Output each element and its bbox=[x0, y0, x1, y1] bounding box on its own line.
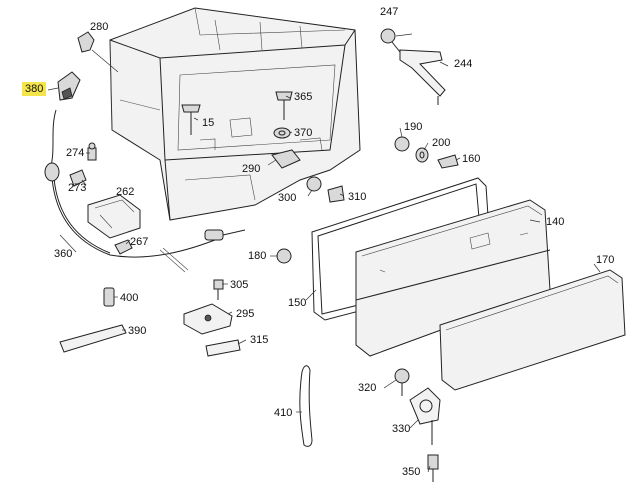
part-label-274[interactable]: 274 bbox=[66, 147, 85, 159]
part-350-bolt bbox=[427, 454, 439, 482]
part-label-310[interactable]: 310 bbox=[348, 191, 367, 203]
part-247-screw bbox=[380, 28, 401, 53]
part-315-plate bbox=[205, 339, 241, 357]
part-180-screw bbox=[276, 248, 292, 264]
part-290-bracket bbox=[271, 149, 301, 169]
leader-lines bbox=[47, 33, 601, 473]
part-274-pin bbox=[87, 142, 97, 161]
part-160-bracket bbox=[437, 154, 459, 169]
part-label-262[interactable]: 262 bbox=[116, 186, 135, 198]
part-330-lock-mechanism bbox=[409, 387, 441, 445]
part-label-295[interactable]: 295 bbox=[236, 308, 255, 320]
part-280-clip bbox=[77, 31, 95, 53]
glovebox-housing bbox=[109, 7, 361, 221]
part-262-latch bbox=[87, 194, 141, 239]
part-label-320[interactable]: 320 bbox=[358, 382, 377, 394]
part-label-350[interactable]: 350 bbox=[402, 466, 421, 478]
part-label-273[interactable]: 273 bbox=[68, 182, 87, 194]
part-label-267[interactable]: 267 bbox=[130, 236, 149, 248]
part-label-380[interactable]: 380 bbox=[22, 82, 47, 96]
part-190-bolt bbox=[394, 136, 410, 152]
part-label-360[interactable]: 360 bbox=[54, 248, 73, 260]
part-170-door-outer bbox=[439, 269, 626, 391]
part-390-trim bbox=[59, 324, 127, 353]
part-label-305[interactable]: 305 bbox=[230, 279, 249, 291]
part-365-screw bbox=[275, 91, 293, 120]
part-label-400[interactable]: 400 bbox=[120, 292, 139, 304]
part-label-170[interactable]: 170 bbox=[596, 254, 615, 266]
part-label-280[interactable]: 280 bbox=[90, 21, 109, 33]
part-305-screw bbox=[213, 279, 224, 300]
part-label-190[interactable]: 190 bbox=[404, 121, 423, 133]
part-label-370[interactable]: 370 bbox=[294, 127, 313, 139]
part-label-315[interactable]: 315 bbox=[250, 334, 269, 346]
part-370-washer bbox=[273, 127, 291, 139]
part-label-247[interactable]: 247 bbox=[380, 6, 399, 18]
part-label-410[interactable]: 410 bbox=[274, 407, 293, 419]
part-410-strap bbox=[299, 365, 313, 447]
part-label-180[interactable]: 180 bbox=[248, 250, 267, 262]
part-300-bolt bbox=[306, 176, 322, 192]
part-label-150[interactable]: 150 bbox=[288, 297, 307, 309]
part-200-washer bbox=[415, 147, 429, 163]
part-label-160[interactable]: 160 bbox=[462, 153, 481, 165]
part-267-bushing bbox=[114, 239, 133, 255]
part-244-hinge bbox=[399, 49, 446, 105]
part-295-lock bbox=[183, 303, 233, 335]
part-label-140[interactable]: 140 bbox=[546, 216, 565, 228]
part-310-clip bbox=[327, 185, 345, 203]
part-label-390[interactable]: 390 bbox=[128, 325, 147, 337]
part-320-screw bbox=[394, 368, 410, 396]
part-380-release-handle bbox=[57, 71, 81, 101]
part-label-300[interactable]: 300 bbox=[278, 192, 297, 204]
part-label-244[interactable]: 244 bbox=[454, 58, 473, 70]
part-400-damper bbox=[103, 287, 115, 307]
part-label-330[interactable]: 330 bbox=[392, 423, 411, 435]
part-label-200[interactable]: 200 bbox=[432, 137, 451, 149]
part-label-365[interactable]: 365 bbox=[294, 91, 313, 103]
part-label-290[interactable]: 290 bbox=[242, 163, 261, 175]
part-15-screw bbox=[181, 104, 201, 135]
part-label-15[interactable]: 15 bbox=[202, 117, 215, 129]
part-273-guide bbox=[69, 169, 87, 187]
part-360-cable bbox=[44, 109, 246, 273]
